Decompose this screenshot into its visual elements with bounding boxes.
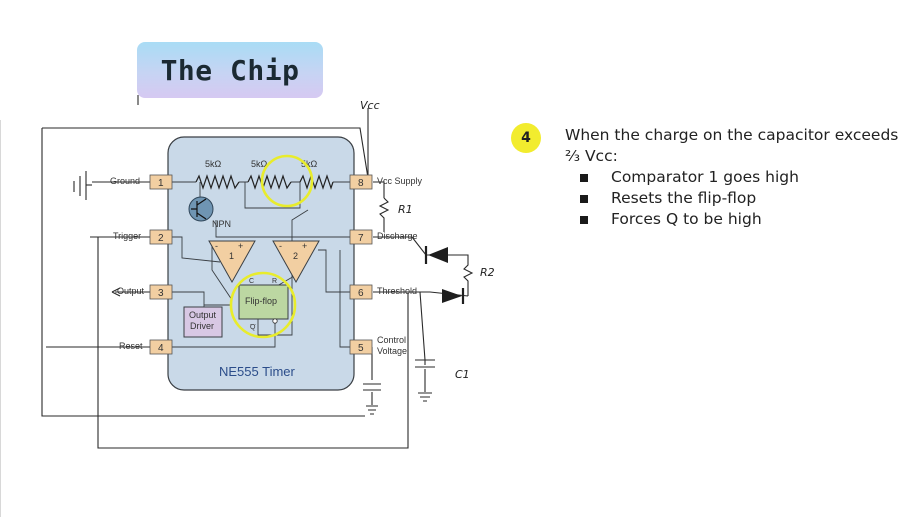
ff-pin-qbar: Q xyxy=(250,324,256,331)
pin-number: 1 xyxy=(158,178,164,189)
step-bullet-list: Comparator 1 goes high Resets the flip-f… xyxy=(565,167,905,230)
ff-pin-r: R xyxy=(272,278,277,285)
pin-name-voltage: Voltage xyxy=(377,346,407,356)
pin-number: 2 xyxy=(158,233,164,244)
highlight-circle-flipflop xyxy=(229,271,297,339)
slide-edge-line xyxy=(0,120,1,517)
pin-5: 5 Control Voltage xyxy=(349,335,407,356)
comparator-1 xyxy=(208,240,256,284)
pin-2: 2 Trigger xyxy=(113,229,173,245)
step-description: When the charge on the capacitor exceeds… xyxy=(565,125,905,230)
highlight-circle-resistor xyxy=(260,154,314,208)
resistor-chain xyxy=(195,174,334,190)
pin-name-discharge: Discharge xyxy=(377,231,418,241)
pin-number: 6 xyxy=(358,288,364,299)
diode-lower xyxy=(442,288,465,304)
pin-3: 3 Output xyxy=(117,284,173,300)
flip-flop-block xyxy=(238,284,289,320)
comparator-2-label: 2 xyxy=(293,251,298,261)
step-heading: When the charge on the capacitor exceeds… xyxy=(565,126,899,165)
output-driver-block xyxy=(183,306,223,338)
bullet-item: Resets the flip-flop xyxy=(579,188,905,209)
pin-name-threshold: Threshold xyxy=(377,286,417,296)
npn-transistor xyxy=(188,196,214,222)
bullet-item: Comparator 1 goes high xyxy=(579,167,905,188)
pin-number: 3 xyxy=(158,288,164,299)
pin-1: 1 Ground xyxy=(110,174,173,190)
slide-title: The Chip xyxy=(160,53,300,87)
pin-name-reset: Reset xyxy=(119,341,143,351)
handwritten-c1: C1 xyxy=(455,368,470,381)
external-wiring xyxy=(41,95,474,449)
resistor-label: 5kΩ xyxy=(301,159,318,169)
pin-8: 8 Vcc Supply xyxy=(349,174,423,190)
handwritten-r1: R1 xyxy=(398,203,413,216)
flip-flop-label: Flip-flop xyxy=(245,296,277,306)
pin-number: 8 xyxy=(358,178,364,189)
chip-name: NE555 Timer xyxy=(219,364,296,379)
ff-pin-c: C xyxy=(249,278,254,285)
resistor-label: 5kΩ xyxy=(205,159,222,169)
ff-output-dot xyxy=(272,318,278,324)
comparator-minus-sign: - xyxy=(279,241,282,251)
pin-name-trigger: Trigger xyxy=(113,231,141,241)
diode-upper xyxy=(424,246,448,264)
npn-label: NPN xyxy=(212,219,231,229)
comparator-plus-sign: + xyxy=(302,241,307,251)
resistor-label: 5kΩ xyxy=(251,159,268,169)
step-number-badge: 4 xyxy=(511,123,541,153)
pin-name-vcc-supply: Vcc Supply xyxy=(377,176,423,186)
pin-name-output: Output xyxy=(117,286,145,296)
pin-name-control: Control xyxy=(377,335,406,345)
comparator-1-label: 1 xyxy=(229,251,234,261)
bullet-item: Forces Q to be high xyxy=(579,209,905,230)
pin-number: 5 xyxy=(358,343,364,354)
handwritten-vcc: Vcc xyxy=(360,99,380,112)
comparator-plus-sign: + xyxy=(238,241,243,251)
pin-number: 7 xyxy=(358,233,364,244)
output-driver-label: Output xyxy=(189,310,217,320)
pin-4: 4 Reset xyxy=(119,339,173,355)
comparator-minus-sign: - xyxy=(215,241,218,251)
pin-name-ground: Ground xyxy=(110,176,140,186)
comparator-2 xyxy=(272,240,320,284)
pin-7: 7 Discharge xyxy=(349,229,418,245)
pin-number: 4 xyxy=(158,343,164,354)
title-banner: The Chip xyxy=(137,42,323,98)
pin-6: 6 Threshold xyxy=(349,284,417,300)
handwritten-r2: R2 xyxy=(480,266,495,279)
output-driver-label: Driver xyxy=(190,321,214,331)
